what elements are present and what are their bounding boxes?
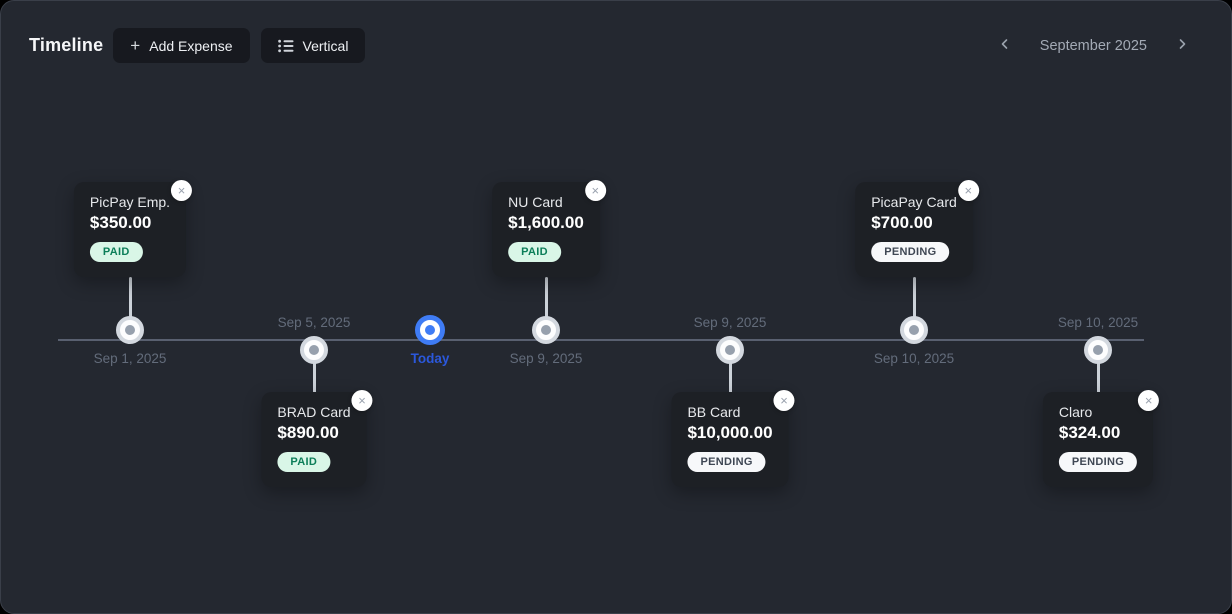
- view-toggle-label: Vertical: [302, 37, 349, 54]
- event-connector-line: [544, 277, 548, 339]
- expense-amount: $324.00: [1058, 423, 1121, 442]
- event-connector-line: [128, 277, 132, 339]
- event-connector-line: [312, 340, 316, 393]
- close-button[interactable]: ×: [584, 180, 606, 201]
- view-toggle-button[interactable]: Vertical: [260, 28, 366, 63]
- chevron-left-icon: [998, 37, 1012, 54]
- event-date-label: Sep 10, 2025: [1057, 315, 1139, 330]
- event-date-label: Sep 10, 2025: [873, 351, 955, 366]
- expense-amount: $350.00: [89, 213, 152, 232]
- close-icon: ×: [591, 183, 600, 198]
- close-button[interactable]: ×: [957, 180, 979, 201]
- page-title: Timeline: [29, 35, 104, 55]
- event-date-label: Sep 9, 2025: [509, 351, 583, 366]
- timeline-node-icon: [716, 336, 744, 364]
- month-label: September 2025: [1039, 37, 1147, 54]
- event-date-label: Sep 9, 2025: [693, 315, 767, 330]
- list-icon: [277, 39, 294, 53]
- timeline-axis-line: [58, 339, 1144, 341]
- timeline-node-icon: [116, 316, 144, 344]
- expense-card[interactable]: × PicaPay Card $700.00 PENDING: [855, 180, 979, 277]
- expense-title: NU Card: [508, 194, 563, 210]
- expense-title: PicPay Emp.: [89, 194, 171, 210]
- close-icon: ×: [780, 393, 788, 408]
- expense-card[interactable]: × BRAD Card $890.00 PAID: [261, 390, 373, 487]
- today-label: Today: [410, 351, 450, 366]
- close-button[interactable]: ×: [171, 180, 193, 201]
- event-connector-line: [728, 340, 732, 393]
- expense-amount: $10,000.00: [687, 423, 773, 442]
- status-badge: PENDING: [1058, 452, 1138, 472]
- close-button[interactable]: ×: [773, 390, 795, 411]
- status-badge: PAID: [508, 242, 561, 262]
- close-icon: ×: [1144, 393, 1153, 408]
- close-button[interactable]: ×: [1138, 390, 1160, 411]
- expense-card[interactable]: × NU Card $1,600.00 PAID: [492, 180, 606, 277]
- expense-title: Claro: [1058, 404, 1093, 420]
- add-expense-label: Add Expense: [149, 37, 233, 54]
- status-badge: PENDING: [871, 242, 950, 262]
- timeline-node-icon: [1084, 336, 1112, 364]
- timeline-node-icon: [300, 336, 328, 364]
- close-icon: ×: [964, 183, 973, 198]
- add-expense-button[interactable]: + Add Expense: [113, 28, 250, 63]
- timeline-node-icon: [532, 316, 560, 344]
- next-month-button[interactable]: [1171, 33, 1193, 58]
- close-icon: ×: [177, 183, 186, 198]
- close-icon: ×: [358, 393, 366, 408]
- event-connector-line: [912, 277, 916, 339]
- expense-amount: $1,600.00: [508, 213, 584, 232]
- expense-amount: $890.00: [277, 423, 339, 442]
- expense-card[interactable]: × BB Card $10,000.00 PENDING: [671, 390, 795, 487]
- month-navigation: September 2025: [994, 33, 1193, 58]
- status-badge: PENDING: [687, 452, 766, 472]
- expense-card[interactable]: × Claro $324.00 PENDING: [1042, 390, 1160, 487]
- expense-amount: $700.00: [871, 213, 933, 232]
- header: Timeline + Add Expense Vertical: [1, 1, 1231, 63]
- close-button[interactable]: ×: [351, 390, 373, 411]
- expense-title: BRAD Card: [277, 404, 351, 420]
- event-connector-line: [1096, 340, 1100, 393]
- timeline-node-icon: [900, 316, 928, 344]
- chevron-right-icon: [1175, 37, 1189, 54]
- expense-card[interactable]: × PicPay Emp. $350.00 PAID: [73, 180, 193, 277]
- plus-icon: +: [130, 36, 141, 55]
- status-badge: PAID: [89, 242, 143, 262]
- event-date-label: Sep 1, 2025: [93, 351, 167, 366]
- status-badge: PAID: [277, 452, 331, 472]
- event-date-label: Sep 5, 2025: [277, 315, 351, 330]
- prev-month-button[interactable]: [994, 33, 1016, 58]
- today-node-icon: [415, 315, 445, 345]
- expense-title: BB Card: [687, 404, 741, 420]
- expense-title: PicaPay Card: [871, 194, 957, 210]
